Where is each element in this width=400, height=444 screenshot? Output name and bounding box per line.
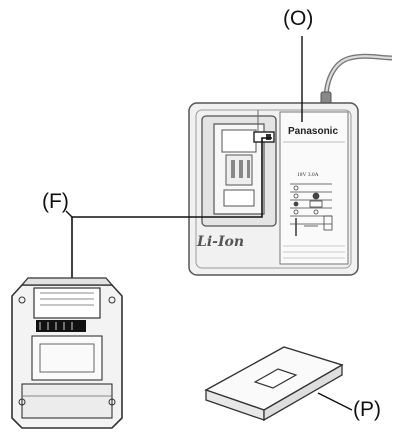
callout-label-f: (F) xyxy=(42,190,69,213)
charger-brand: Panasonic xyxy=(288,126,338,137)
charger-rating: 18V 3.0A xyxy=(297,172,319,178)
battery-pack xyxy=(11,277,123,429)
charger: Panasonic 18V 3.0A xyxy=(188,53,393,276)
leader-f xyxy=(71,137,272,282)
callout-label-o: (O) xyxy=(283,7,314,30)
charger-battery-type: Li-Ion xyxy=(196,234,244,250)
leader-p xyxy=(317,392,353,411)
battery-slot xyxy=(201,110,277,227)
power-cord xyxy=(323,53,393,101)
charger-label-panel: Panasonic 18V 3.0A xyxy=(279,111,349,265)
protective-cover xyxy=(204,346,344,422)
indicator-chart xyxy=(290,183,333,236)
callout-label-p: (P) xyxy=(353,398,381,421)
